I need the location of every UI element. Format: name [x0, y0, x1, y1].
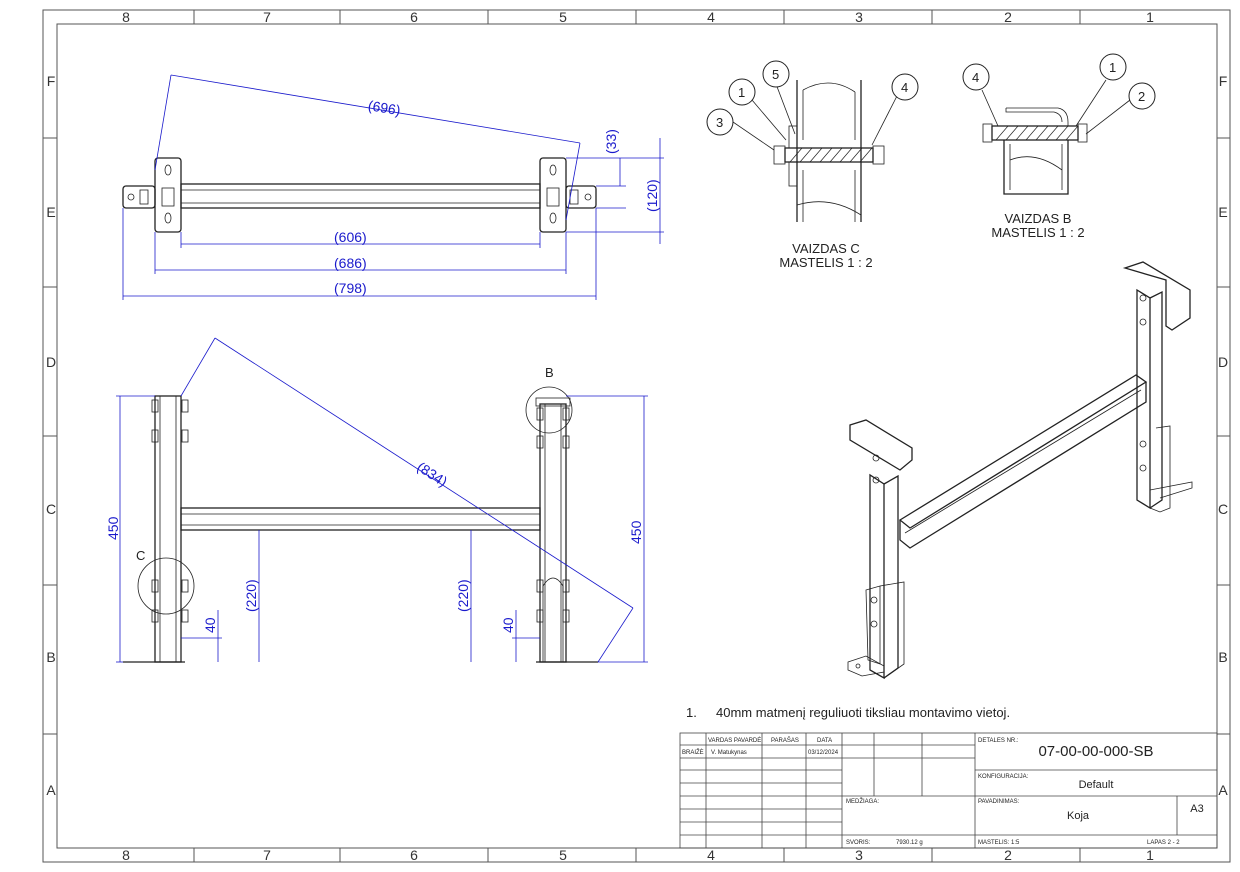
tb-header-date: DATA: [817, 738, 832, 744]
detail-b-title: VAIZDAS B: [1005, 211, 1072, 226]
balloon-b-2: 2: [1138, 89, 1145, 104]
dim-220-left: (220): [243, 579, 259, 612]
zone-row-left-B: B: [46, 649, 55, 665]
tb-weight-label: SVORIS:: [846, 840, 871, 846]
zone-col-bottom-2: 2: [1004, 847, 1012, 863]
top-view: [122, 157, 597, 233]
tb-name: Koja: [1067, 810, 1090, 822]
dim-220-right: (220): [455, 579, 471, 612]
dim-606: (606): [334, 229, 367, 245]
zone-row-left-A: A: [46, 782, 56, 798]
zone-row-right-B: B: [1218, 649, 1227, 665]
tb-weight: 7930.12 g: [896, 840, 923, 846]
dim-450-right: 450: [628, 520, 644, 544]
zone-col-top-7: 7: [263, 9, 271, 25]
balloon-c-4: 4: [901, 80, 908, 95]
tb-drafter: V. Matukynas: [711, 750, 747, 756]
balloon-b-1: 1: [1109, 60, 1116, 75]
dim-686: (686): [334, 255, 367, 271]
zone-col-bottom-4: 4: [707, 847, 715, 863]
detail-c-scale: MASTELIS 1 : 2: [779, 255, 872, 270]
top-view-dimensions: (696) (606) (686) (798) (33) (120): [122, 74, 664, 300]
front-view: [123, 386, 598, 663]
dim-33: (33): [603, 129, 619, 154]
tb-config: Default: [1079, 779, 1114, 791]
dim-450-left: 450: [105, 516, 121, 540]
note-number: 1.: [686, 705, 697, 720]
tb-name-label: PAVADINIMAS:: [978, 799, 1020, 805]
title-block: [679, 732, 1218, 849]
detail-c-title: VAIZDAS C: [792, 241, 860, 256]
balloon-c-1: 1: [738, 85, 745, 100]
tb-part-label: DETALES NR.:: [978, 738, 1019, 744]
inner-frame: [56, 23, 1218, 849]
tb-material-label: MEDŽIAGA:: [846, 797, 879, 805]
front-view-dimensions: (834) 450 450 (220) (220) 40 40: [105, 337, 648, 663]
outer-frame: [42, 9, 1231, 863]
zone-row-right-E: E: [1218, 204, 1227, 220]
zone-row-right-F: F: [1219, 73, 1228, 89]
zone-col-bottom-7: 7: [263, 847, 271, 863]
zone-col-bottom-5: 5: [559, 847, 567, 863]
dim-40-right: 40: [500, 617, 516, 633]
note-text: 40mm matmenį reguliuoti tiksliau montavi…: [716, 705, 1010, 720]
balloon-b-4: 4: [972, 70, 979, 85]
zone-col-bottom-3: 3: [855, 847, 863, 863]
dim-834: (834): [414, 458, 450, 489]
tb-scale: MASTELIS: 1:5: [978, 840, 1020, 846]
zone-col-top-6: 6: [410, 9, 418, 25]
zone-row-left-F: F: [47, 73, 56, 89]
dim-40-left: 40: [202, 617, 218, 633]
zone-ticks: [43, 10, 1230, 862]
zone-col-bottom-8: 8: [122, 847, 130, 863]
zone-col-top-8: 8: [122, 9, 130, 25]
zone-row-right-A: A: [1218, 782, 1228, 798]
tb-date: 03/12/2024: [808, 750, 839, 756]
zone-row-left-C: C: [46, 501, 56, 517]
tb-config-label: KONFIGURACIJA:: [978, 774, 1029, 780]
zone-row-left-D: D: [46, 354, 56, 370]
zone-col-bottom-1: 1: [1146, 847, 1154, 863]
detail-c-marker: C: [136, 548, 145, 563]
tb-header-sign: PARAŠAS: [771, 737, 799, 744]
tb-size: A3: [1190, 803, 1203, 815]
zone-col-bottom-6: 6: [410, 847, 418, 863]
zone-row-left-E: E: [46, 204, 55, 220]
tb-sheet: LAPAS 2 - 2: [1147, 840, 1180, 846]
dim-120: (120): [644, 179, 660, 212]
detail-b-view: [962, 53, 1156, 195]
dim-696: (696): [367, 97, 402, 118]
dim-798: (798): [334, 280, 367, 296]
tb-role: BRAIŽĖ: [682, 748, 704, 756]
detail-b-scale: MASTELIS 1 : 2: [991, 225, 1084, 240]
zone-col-top-3: 3: [855, 9, 863, 25]
zone-col-top-2: 2: [1004, 9, 1012, 25]
balloon-c-3: 3: [716, 115, 723, 130]
detail-c-view: [706, 60, 919, 222]
tb-part-number: 07-00-00-000-SB: [1038, 743, 1153, 760]
zone-col-top-1: 1: [1146, 9, 1154, 25]
isometric-view: [847, 261, 1193, 680]
tb-header-name: VARDAS PAVARDĖ: [708, 737, 761, 744]
zone-col-top-5: 5: [559, 9, 567, 25]
detail-b-marker: B: [545, 365, 554, 380]
zone-row-right-C: C: [1218, 501, 1228, 517]
balloon-c-5: 5: [772, 67, 779, 82]
zone-col-top-4: 4: [707, 9, 715, 25]
zone-row-right-D: D: [1218, 354, 1228, 370]
